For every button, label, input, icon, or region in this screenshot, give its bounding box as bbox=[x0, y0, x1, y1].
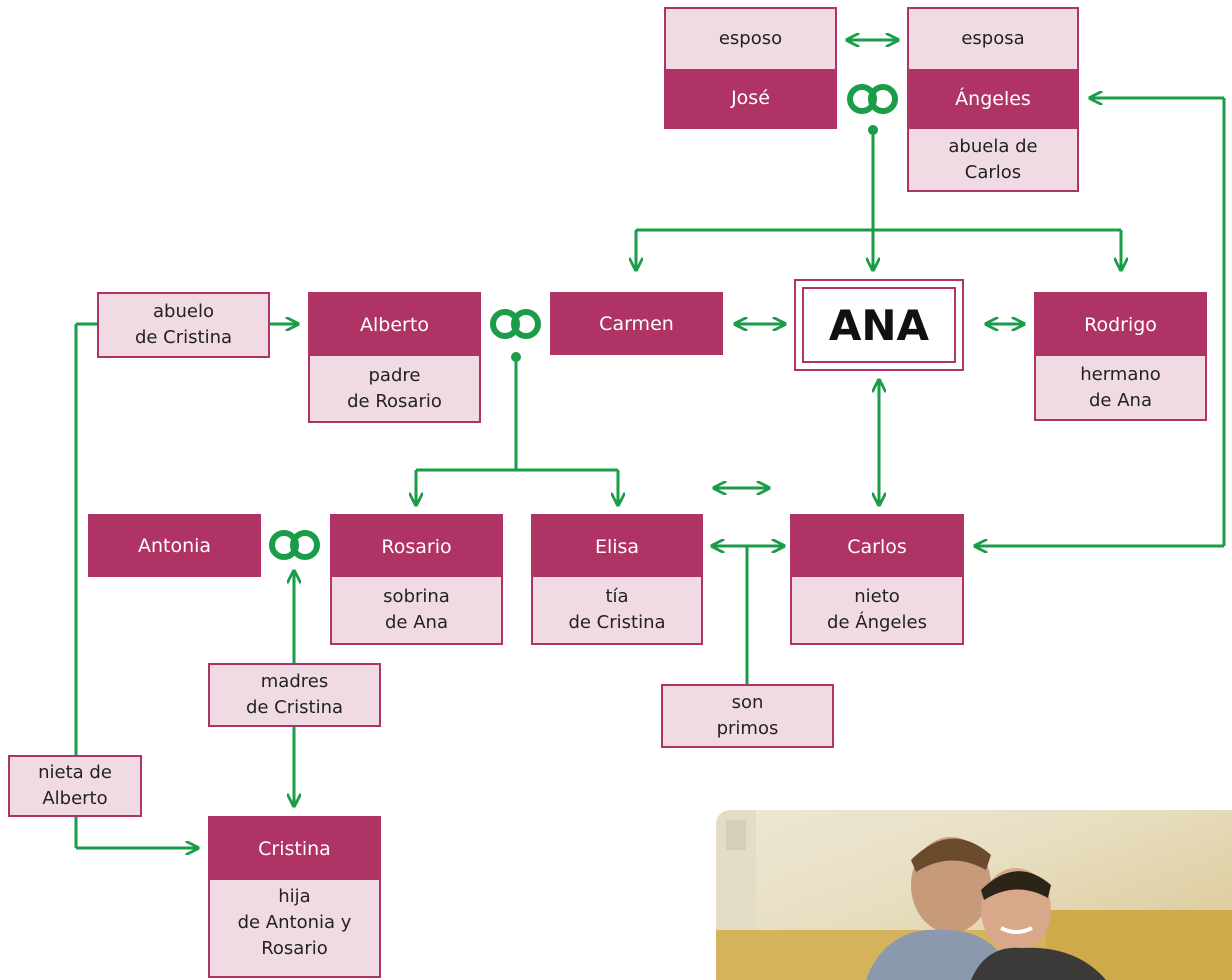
cristina-sub: hija de Antonia y Rosario bbox=[210, 880, 379, 976]
ana-card: ANA bbox=[794, 279, 964, 371]
jose-card: esposo José bbox=[664, 7, 837, 129]
alberto-sub: padre de Rosario bbox=[310, 356, 479, 421]
cristina-card: Cristina hija de Antonia y Rosario bbox=[208, 816, 381, 978]
carlos-name: Carlos bbox=[792, 516, 962, 577]
cristina-name: Cristina bbox=[210, 818, 379, 880]
angeles-card: esposa Ángeles abuela de Carlos bbox=[907, 7, 1079, 192]
rodrigo-name: Rodrigo bbox=[1036, 294, 1205, 356]
label-madres: madres de Cristina bbox=[208, 663, 381, 727]
jose-name: José bbox=[666, 69, 835, 127]
rosario-sub: sobrina de Ana bbox=[332, 577, 501, 643]
label-nieta: nieta de Alberto bbox=[8, 755, 142, 817]
rings-icon bbox=[490, 309, 541, 339]
rings-icon bbox=[847, 84, 898, 114]
antonia-card: Antonia bbox=[88, 514, 261, 577]
alberto-card: Alberto padre de Rosario bbox=[308, 292, 481, 423]
carlos-sub: nieto de Ángeles bbox=[792, 577, 962, 643]
elisa-sub: tía de Cristina bbox=[533, 577, 701, 643]
ana-name: ANA bbox=[802, 287, 956, 363]
carlos-card: Carlos nieto de Ángeles bbox=[790, 514, 964, 645]
photo-two-men bbox=[716, 810, 1232, 980]
alberto-name: Alberto bbox=[310, 294, 479, 356]
rings-icon bbox=[269, 530, 320, 560]
angeles-name: Ángeles bbox=[909, 69, 1077, 129]
rodrigo-sub: hermano de Ana bbox=[1036, 356, 1205, 419]
label-primos: son primos bbox=[661, 684, 834, 748]
label-abuelo: abuelo de Cristina bbox=[97, 292, 270, 358]
esposa-label: esposa bbox=[909, 9, 1077, 69]
angeles-sub: abuela de Carlos bbox=[909, 129, 1077, 190]
rosario-name: Rosario bbox=[332, 516, 501, 577]
rosario-card: Rosario sobrina de Ana bbox=[330, 514, 503, 645]
elisa-card: Elisa tía de Cristina bbox=[531, 514, 703, 645]
carmen-card: Carmen bbox=[550, 292, 723, 355]
elisa-name: Elisa bbox=[533, 516, 701, 577]
rodrigo-card: Rodrigo hermano de Ana bbox=[1034, 292, 1207, 421]
esposo-label: esposo bbox=[666, 9, 835, 69]
photo-illustration bbox=[716, 810, 1232, 980]
